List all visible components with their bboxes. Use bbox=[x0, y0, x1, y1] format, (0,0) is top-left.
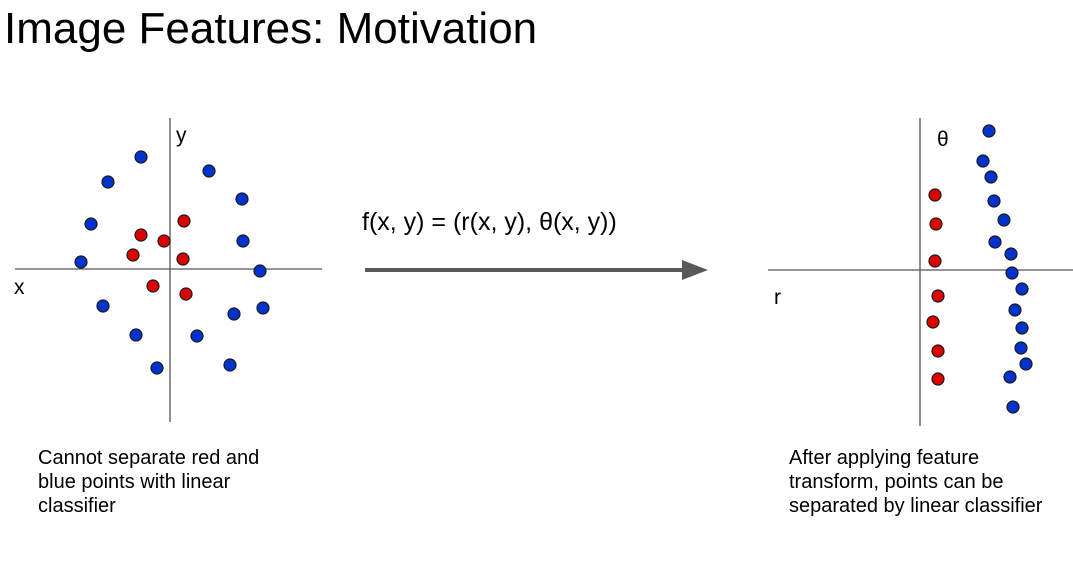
blue-point bbox=[984, 170, 998, 184]
blue-point bbox=[997, 213, 1011, 227]
blue-point bbox=[227, 307, 241, 321]
red-point bbox=[928, 254, 942, 268]
red-point bbox=[176, 252, 190, 266]
page-title: Image Features: Motivation bbox=[4, 4, 538, 53]
blue-point bbox=[129, 328, 143, 342]
blue-point bbox=[1006, 400, 1020, 414]
blue-point bbox=[96, 299, 110, 313]
blue-point bbox=[235, 192, 249, 206]
transform-formula: f(x, y) = (r(x, y), θ(x, y)) bbox=[362, 208, 617, 236]
blue-point bbox=[976, 154, 990, 168]
blue-point bbox=[253, 264, 267, 278]
right-x-axis-label: r bbox=[774, 286, 781, 309]
red-point bbox=[146, 279, 160, 293]
red-point bbox=[134, 228, 148, 242]
blue-point bbox=[1014, 341, 1028, 355]
right-y-axis-label: θ bbox=[937, 128, 949, 151]
blue-point bbox=[982, 124, 996, 138]
transform-arrow-head bbox=[682, 260, 708, 280]
blue-point bbox=[1019, 357, 1033, 371]
blue-point bbox=[256, 301, 270, 315]
blue-point bbox=[150, 361, 164, 375]
left-caption: Cannot separate red and blue points with… bbox=[38, 447, 260, 517]
blue-point bbox=[223, 358, 237, 372]
red-point bbox=[926, 315, 940, 329]
blue-point bbox=[1015, 321, 1029, 335]
red-point bbox=[179, 287, 193, 301]
red-point bbox=[157, 234, 171, 248]
red-point bbox=[931, 289, 945, 303]
blue-point bbox=[1015, 282, 1029, 296]
blue-point bbox=[1008, 303, 1022, 317]
left-y-axis-label: y bbox=[176, 124, 187, 147]
red-point bbox=[126, 248, 140, 262]
blue-point bbox=[101, 175, 115, 189]
blue-point bbox=[134, 150, 148, 164]
red-point bbox=[177, 214, 191, 228]
red-point bbox=[928, 188, 942, 202]
blue-point bbox=[74, 255, 88, 269]
blue-point bbox=[988, 235, 1002, 249]
right-caption: After applying feature transform, points… bbox=[789, 447, 1043, 517]
blue-point bbox=[190, 329, 204, 343]
red-point bbox=[931, 372, 945, 386]
left-x-axis-label: x bbox=[14, 276, 25, 299]
red-point bbox=[929, 217, 943, 231]
blue-point bbox=[1004, 247, 1018, 261]
blue-point bbox=[987, 194, 1001, 208]
blue-point bbox=[202, 164, 216, 178]
red-point bbox=[931, 344, 945, 358]
blue-point bbox=[236, 234, 250, 248]
blue-point bbox=[1005, 266, 1019, 280]
blue-point bbox=[84, 217, 98, 231]
blue-point bbox=[1003, 370, 1017, 384]
